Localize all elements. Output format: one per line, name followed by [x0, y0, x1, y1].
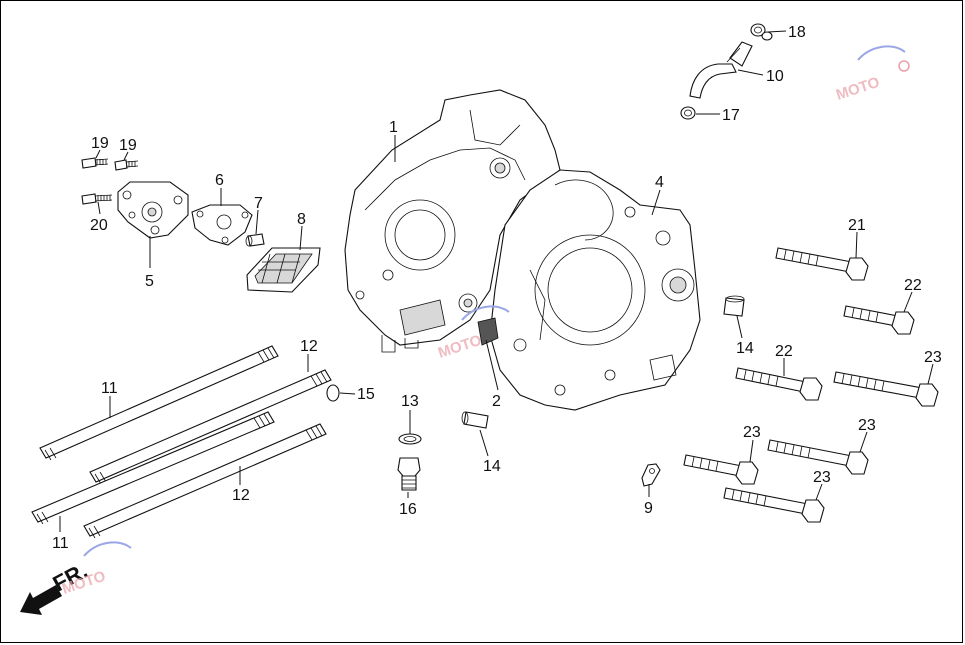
svg-text:MOTO: MOTO [834, 74, 882, 104]
callout-22-lower: 22 [775, 343, 793, 360]
callout-17: 17 [722, 107, 740, 124]
callout-11-lower: 11 [52, 535, 69, 552]
part-13-washer [398, 433, 422, 445]
part-14-dowel-right [723, 295, 745, 317]
callout-12-upper: 12 [300, 338, 318, 355]
callout-1: 1 [389, 119, 398, 136]
part-21-bolt [775, 247, 869, 281]
part-10-breather-tube [689, 41, 753, 99]
callout-14-right: 14 [736, 340, 754, 357]
part-7-dowel-pin [245, 233, 265, 247]
part-20-bolt [81, 193, 113, 205]
watermark-logo-top-right: MOTO [834, 45, 910, 104]
callout-13: 13 [401, 393, 419, 410]
callout-22-upper: 22 [904, 277, 922, 294]
callout-19-left: 19 [91, 135, 109, 152]
part-22-bolt-lower [735, 367, 823, 401]
callout-7: 7 [254, 195, 263, 212]
callout-numbers: 1 2 4 5 6 7 8 9 10 11 11 12 12 13 14 14 … [52, 24, 942, 552]
part-23-bolt-d [723, 487, 825, 523]
callout-15: 15 [357, 386, 375, 403]
part-23-bolt-a [833, 371, 939, 407]
part-6-pump-gasket [191, 204, 253, 246]
callout-18: 18 [788, 24, 806, 41]
part-11-stud-lower [31, 411, 275, 525]
part-15-o-ring [326, 384, 340, 402]
callout-20: 20 [90, 217, 108, 234]
part-14-dowel-lower [461, 411, 489, 429]
callout-6: 6 [215, 172, 224, 189]
leader-lines [59, 30, 934, 532]
callout-12-lower: 12 [232, 487, 250, 504]
part-5-oil-pump [117, 181, 189, 239]
callout-23-d: 23 [813, 469, 831, 486]
crankcase-right-half [489, 169, 701, 411]
part-18-clamp [750, 23, 773, 41]
callout-23-c: 23 [858, 417, 876, 434]
part-11-stud-upper [39, 345, 279, 461]
callout-23-b: 23 [743, 424, 761, 441]
callout-8: 8 [297, 211, 306, 228]
callout-21: 21 [848, 217, 866, 234]
callout-9: 9 [644, 500, 653, 517]
callout-14-lower: 14 [483, 458, 501, 475]
part-16-drain-plug [397, 457, 421, 491]
part-23-bolt-b [683, 454, 759, 485]
callout-4: 4 [655, 174, 664, 191]
part-12-stud-upper [89, 369, 332, 485]
callout-16: 16 [399, 501, 417, 518]
callout-5: 5 [145, 273, 154, 290]
part-2-gasket-plate [477, 317, 499, 346]
part-17-clamp [680, 106, 696, 120]
callout-2: 2 [492, 393, 501, 410]
front-arrow-icon [20, 585, 62, 615]
callout-10: 10 [766, 68, 784, 85]
part-19-bolt-left [81, 157, 109, 169]
part-9-clip [641, 463, 661, 487]
part-19-bolt-right [114, 159, 139, 171]
part-23-bolt-c [767, 439, 869, 475]
callout-23-a: 23 [924, 349, 942, 366]
callout-19-right: 19 [119, 137, 137, 154]
part-22-bolt-upper [843, 305, 915, 335]
part-12-stud-lower [83, 423, 327, 539]
part-8-oil-strainer [246, 247, 321, 293]
callout-11-upper: 11 [101, 380, 118, 397]
